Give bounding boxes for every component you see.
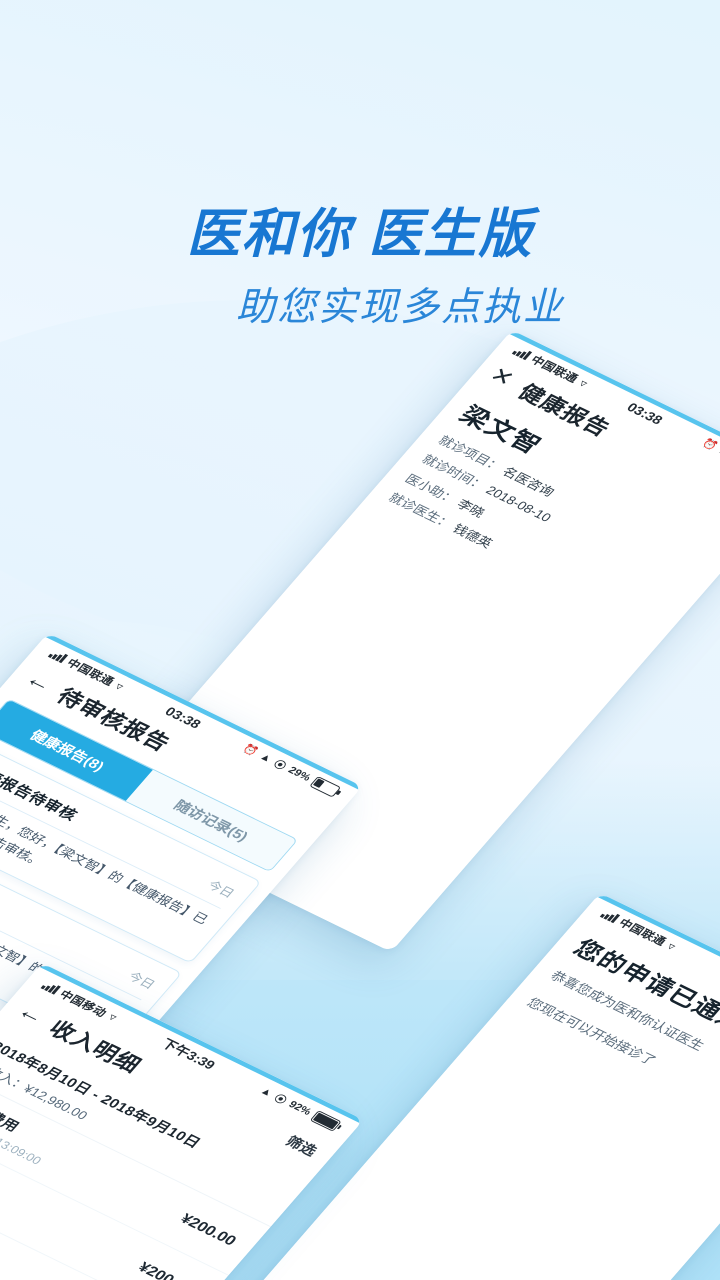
battery-percent-label: 92%: [286, 1099, 314, 1118]
signal-bars-icon: [511, 346, 532, 360]
alarm-icon: ▲: [257, 1085, 275, 1099]
wifi-icon: ▿: [112, 679, 127, 693]
alarm-icon: ⏰: [700, 437, 720, 453]
back-arrow-icon[interactable]: ←: [11, 997, 52, 1029]
alarm-icon: ⏰: [240, 742, 261, 758]
card-date: 今日: [204, 878, 238, 901]
headline-subtitle: 助您实现多点执业: [235, 285, 564, 329]
headline-title: 医和你 医生版: [186, 205, 534, 264]
wifi-icon: ▿: [664, 939, 679, 953]
close-icon[interactable]: ✕: [484, 362, 520, 392]
signal-bars-icon: [40, 980, 61, 995]
back-arrow-icon[interactable]: ←: [19, 665, 60, 697]
filter-button[interactable]: 筛选: [282, 1133, 321, 1159]
signal-bars-icon: [47, 649, 68, 663]
card-date: 今日: [125, 969, 159, 992]
wifi-icon: ▿: [576, 376, 591, 390]
income-item-amount: ¥200.00: [134, 1259, 197, 1280]
vibrate-icon: ▲: [257, 750, 275, 765]
signal-bars-icon: [599, 909, 620, 923]
headline-block: 医和你 医生版 助您实现多点执业: [0, 205, 720, 332]
income-item-amount: ¥200.00: [176, 1211, 240, 1249]
wifi-icon: ▿: [105, 1010, 120, 1024]
